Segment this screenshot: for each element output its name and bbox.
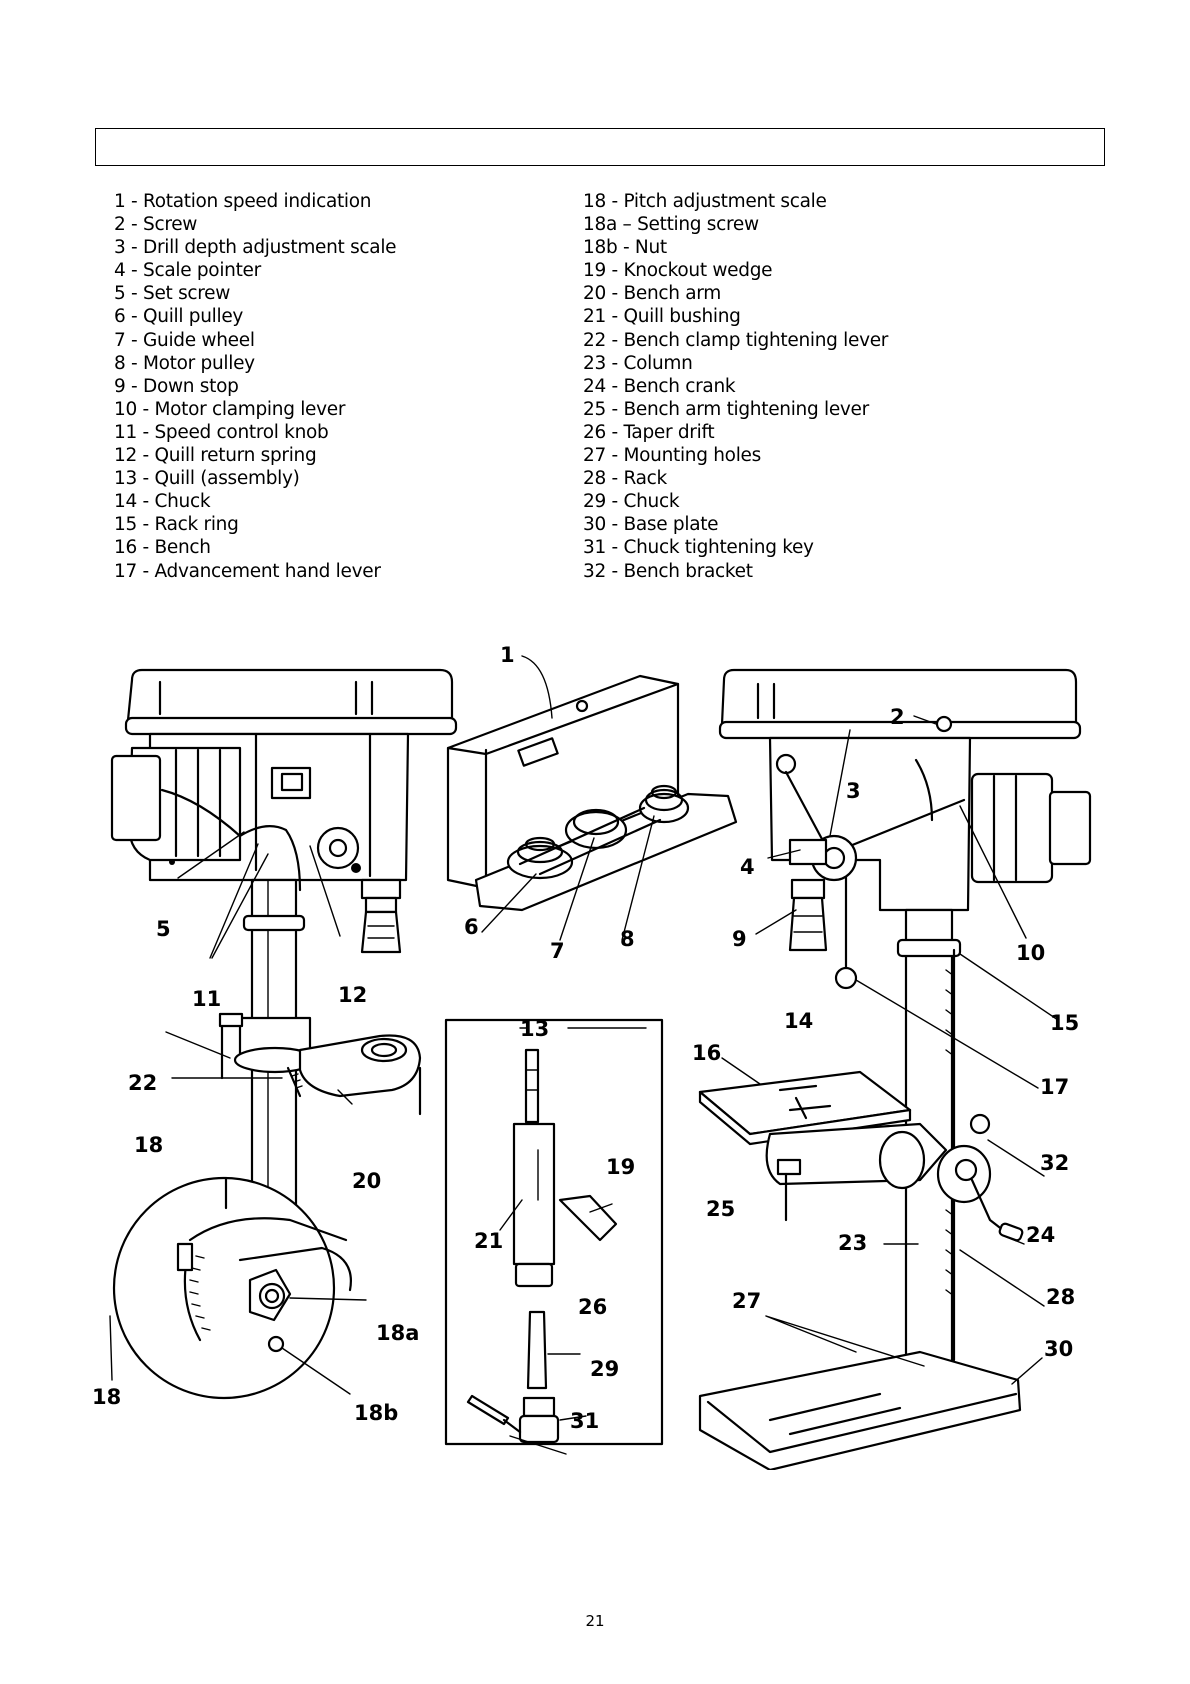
pulley-box-illustration	[446, 655, 738, 941]
parts-list-right: 18 - Pitch adjustment scale 18a – Settin…	[583, 190, 1083, 583]
callout-label: 22	[128, 1071, 157, 1095]
callout-label: 2	[890, 705, 905, 729]
callout-label: 30	[1044, 1337, 1073, 1361]
parts-list-item: 28 - Rack	[583, 468, 667, 490]
callout-label: 13	[520, 1017, 549, 1041]
parts-list-item: 15 - Rack ring	[114, 514, 239, 536]
callout-label: 18a	[376, 1321, 419, 1345]
page-number: 21	[585, 1612, 605, 1630]
callout-label: 15	[1050, 1011, 1079, 1035]
parts-list-item: 18b - Nut	[583, 237, 667, 259]
callout-label: 8	[620, 927, 635, 951]
callout-label: 24	[1026, 1223, 1055, 1247]
parts-list-item: 16 - Bench	[114, 537, 211, 559]
callout-label: 18	[92, 1385, 121, 1409]
callout-label: 29	[590, 1357, 619, 1381]
parts-list-item: 6 - Quill pulley	[114, 306, 244, 328]
parts-list-item: 10 - Motor clamping lever	[114, 398, 346, 420]
parts-list-item: 3 - Drill depth adjustment scale	[114, 237, 397, 259]
parts-list-item: 19 - Knockout wedge	[583, 260, 773, 282]
callout-label: 31	[570, 1409, 599, 1433]
parts-list-item: 11 - Speed control knob	[114, 421, 329, 443]
callout-label: 7	[550, 939, 565, 963]
callout-label: 20	[352, 1169, 381, 1193]
parts-list-item: 22 - Bench clamp tightening lever	[583, 329, 889, 351]
callout-label: 11	[192, 987, 221, 1011]
parts-list-item: 5 - Set screw	[114, 283, 231, 305]
parts-list-left: 1 - Rotation speed indication 2 - Screw …	[114, 190, 574, 583]
callout-label: 16	[692, 1041, 721, 1065]
parts-list-item: 25 - Bench arm tightening lever	[583, 398, 869, 420]
parts-list-item: 8 - Motor pulley	[114, 352, 255, 374]
parts-list-item: 18 - Pitch adjustment scale	[583, 191, 827, 212]
callout-label: 26	[578, 1295, 607, 1319]
parts-list-item: 4 - Scale pointer	[114, 260, 261, 282]
parts-list-item: 12 - Quill return spring	[114, 445, 317, 467]
callout-label: 10	[1016, 941, 1045, 965]
parts-list-item: 18a – Setting screw	[583, 214, 759, 236]
callout-label: 27	[732, 1289, 761, 1313]
callout-label: 5	[156, 917, 171, 941]
parts-list-item: 2 - Screw	[114, 214, 198, 236]
callout-label: 1	[500, 643, 515, 667]
drill-press-diagram: 1 2 3 4 5 6 7 8 9 10 11 12 13 14 15 16 1…	[92, 643, 1092, 1470]
callout-label: 19	[606, 1155, 635, 1179]
callout-label: 6	[464, 915, 479, 939]
parts-list-item: 21 - Quill bushing	[583, 306, 741, 328]
parts-list-item: 20 - Bench arm	[583, 283, 721, 305]
parts-list-item: 9 - Down stop	[114, 375, 239, 397]
parts-list-item: 32 - Bench bracket	[583, 560, 753, 582]
parts-list-item: 24 - Bench crank	[583, 375, 736, 397]
parts-list-item: 26 - Taper drift	[583, 421, 715, 443]
callout-label: 21	[474, 1229, 503, 1253]
callout-label: 23	[838, 1231, 867, 1255]
callout-label: 14	[784, 1009, 813, 1033]
left-drill-press-illustration	[109, 668, 458, 1400]
parts-list-item: 23 - Column	[583, 352, 693, 374]
parts-list-item: 31 - Chuck tightening key	[583, 537, 814, 559]
section-title-box	[95, 128, 1105, 166]
parts-list-item: 27 - Mounting holes	[583, 445, 761, 467]
callout-label: 4	[740, 855, 755, 879]
parts-list-item: 30 - Base plate	[583, 514, 719, 536]
callout-label: 3	[846, 779, 861, 803]
parts-list-item: 1 - Rotation speed indication	[114, 191, 372, 212]
parts-list-item: 13 - Quill (assembly)	[114, 468, 300, 490]
callout-label: 17	[1040, 1075, 1069, 1099]
quill-assembly-box	[444, 1018, 664, 1455]
callout-label: 25	[706, 1197, 735, 1221]
parts-list-item: 14 - Chuck	[114, 491, 211, 513]
callout-label: 32	[1040, 1151, 1069, 1175]
callout-label: 28	[1046, 1285, 1075, 1309]
callout-label: 12	[338, 983, 367, 1007]
parts-list-item: 29 - Chuck	[583, 491, 680, 513]
right-drill-press-illustration	[698, 668, 1092, 1470]
callout-label: 18	[134, 1133, 163, 1157]
parts-list-item: 7 - Guide wheel	[114, 329, 255, 351]
parts-list-item: 17 - Advancement hand lever	[114, 560, 381, 582]
callout-label: 18b	[354, 1401, 398, 1425]
callout-label: 9	[732, 927, 747, 951]
